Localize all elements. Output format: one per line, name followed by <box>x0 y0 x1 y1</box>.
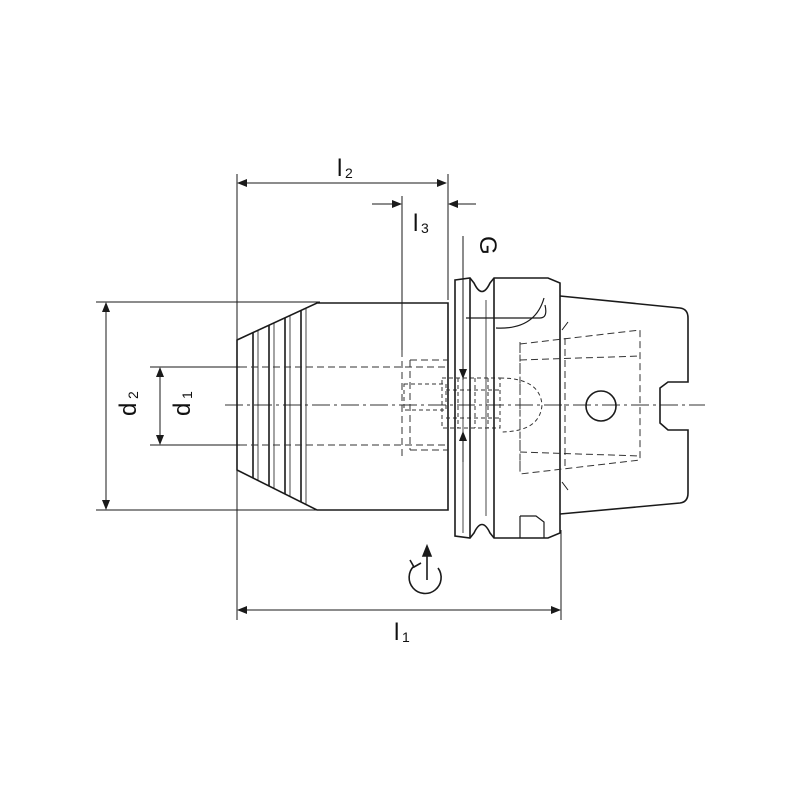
collet-nose <box>236 302 449 511</box>
svg-text:3: 3 <box>421 220 429 236</box>
label-l3: l 3 <box>413 210 429 237</box>
svg-text:1: 1 <box>179 391 195 399</box>
adjust-screw <box>403 342 543 470</box>
label-l1: l 1 <box>394 619 410 646</box>
hidden-bore <box>240 350 448 460</box>
svg-text:G: G <box>474 236 501 255</box>
svg-text:l: l <box>337 155 342 182</box>
svg-text:l: l <box>394 619 399 646</box>
flange <box>454 277 561 539</box>
hsk-hidden <box>519 329 641 475</box>
hsk-shank <box>559 295 689 515</box>
label-d1: d 1 <box>169 391 196 416</box>
label-l2: l 2 <box>337 155 353 182</box>
svg-text:2: 2 <box>125 391 141 399</box>
label-d2: d 2 <box>115 391 142 416</box>
svg-text:2: 2 <box>345 165 353 181</box>
label-thread-g: G <box>474 236 501 255</box>
svg-text:d: d <box>115 403 142 416</box>
coolant-rotation-icon <box>408 543 442 595</box>
extension-lines <box>96 174 562 620</box>
svg-text:l: l <box>413 210 418 237</box>
svg-text:1: 1 <box>402 629 410 645</box>
svg-text:d: d <box>169 403 196 416</box>
